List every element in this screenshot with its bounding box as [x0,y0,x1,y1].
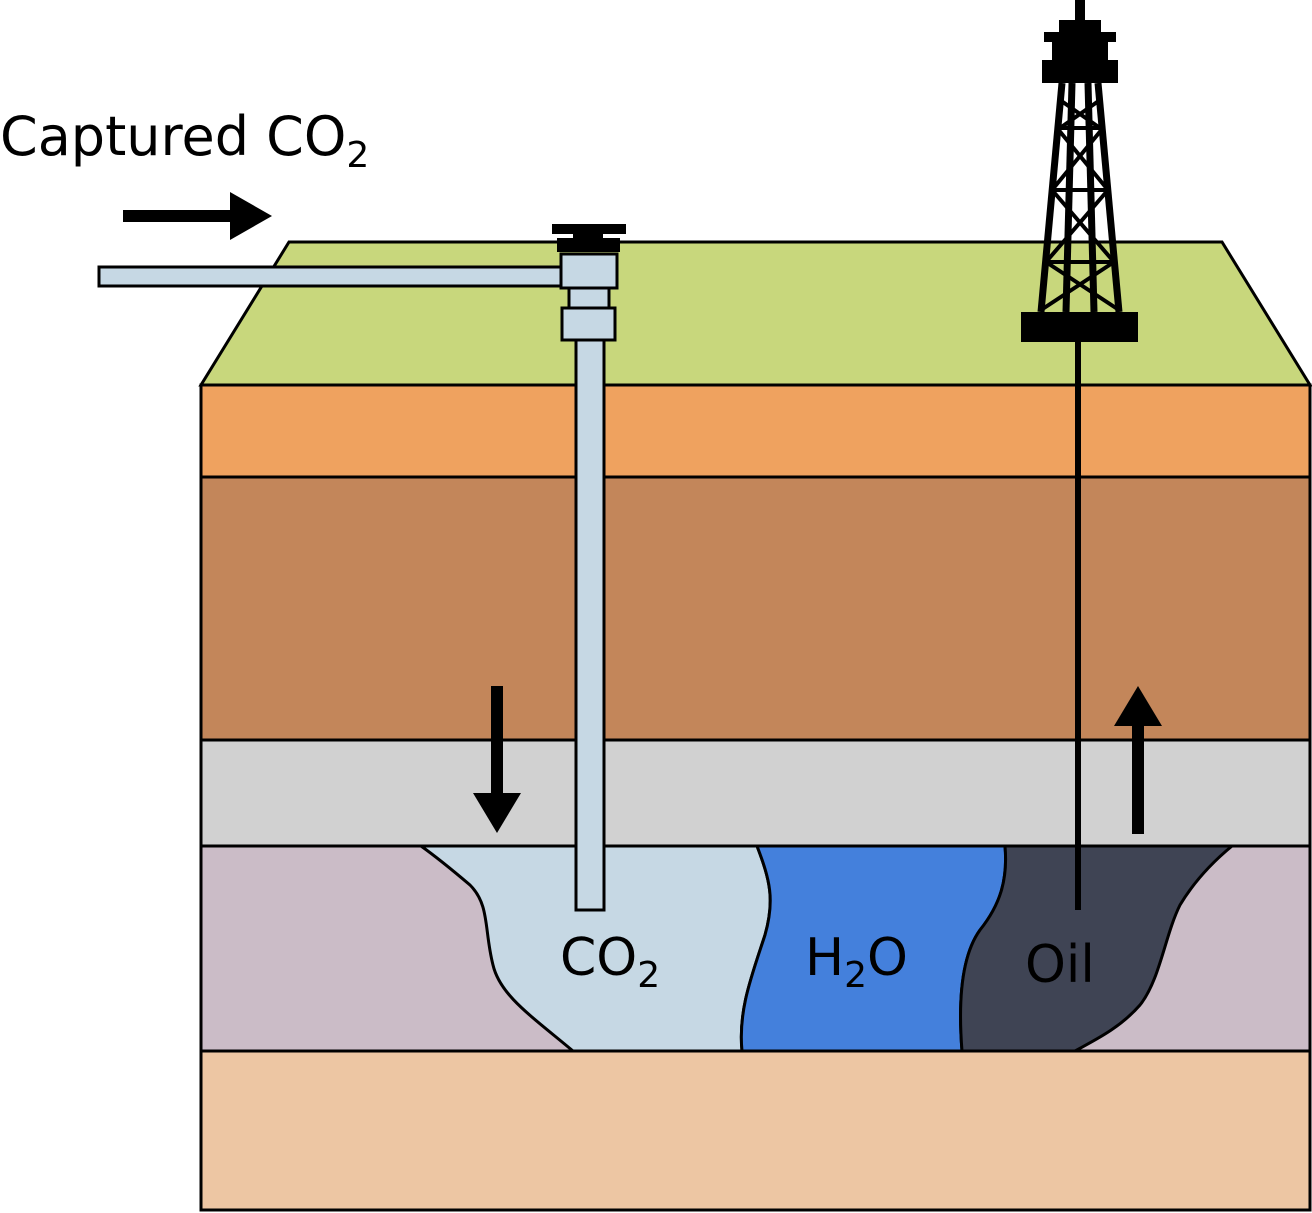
arrow-down-icon [473,686,521,833]
co2-feed-pipe [97,265,563,288]
oil-derrick-icon [1021,0,1138,342]
arrow-right-icon [123,192,272,240]
derrick-platform [1042,60,1118,83]
co2-main: CO [560,928,637,988]
wellhead-cap [552,224,626,234]
captured-co2-main: Captured CO [0,105,346,168]
wellhead-flange [557,238,620,252]
co2-subscript: 2 [637,955,660,996]
wellhead-valve-icon [552,224,626,342]
arrow-up-icon [1114,686,1162,834]
wellhead-neck [567,286,611,310]
wellhead-lower [560,306,617,342]
layer-brown [199,475,1312,742]
basement-layer [199,1049,1312,1212]
co2-label: CO2 [560,928,660,996]
h2o-o: O [867,928,908,988]
injection-well-pipe [574,338,606,912]
h2o-subscript: 2 [844,955,867,996]
h2o-h: H [805,928,844,988]
derrick-top-mast [1075,0,1085,22]
derrick-base [1021,312,1138,342]
caprock-layer [199,738,1312,848]
ground-surface [198,240,1312,387]
wellhead-body [559,252,619,290]
derrick-bracing [1039,98,1121,312]
captured-co2-subscript: 2 [346,135,369,176]
h2o-label: H2O [805,928,908,996]
derrick-head [1052,42,1108,60]
layer-orange [199,383,1312,479]
wellhead-stem [573,232,603,240]
oil-region [959,844,1237,1053]
derrick-crown [1059,20,1101,32]
derrick-crown-block [1044,32,1116,42]
captured-co2-label: Captured CO2 [0,105,369,176]
oil-label: Oil [1025,935,1095,995]
